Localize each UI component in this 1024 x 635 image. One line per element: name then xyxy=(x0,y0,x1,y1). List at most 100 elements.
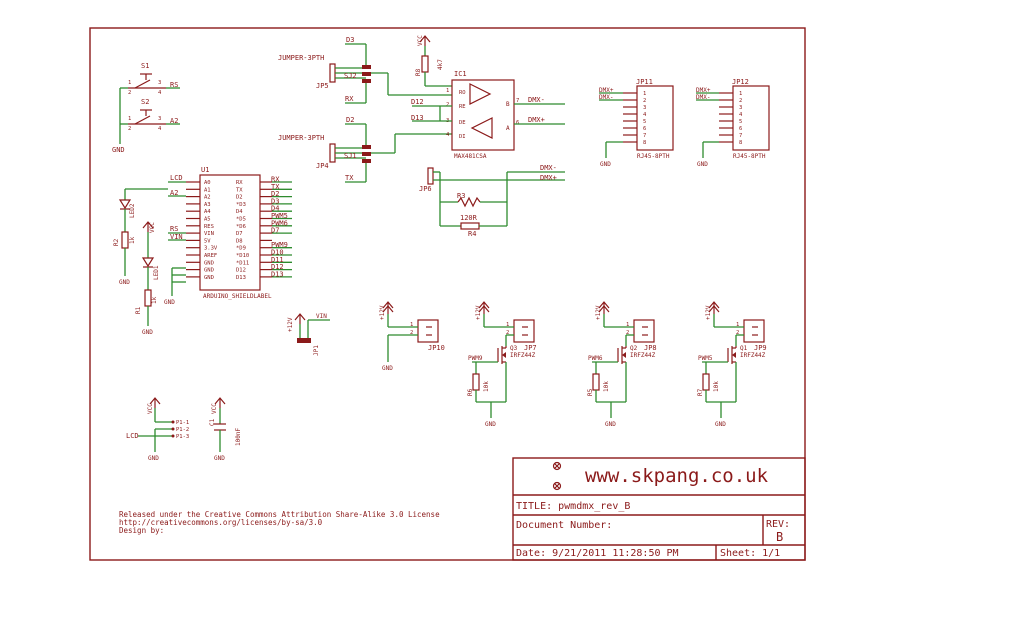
jp12-part: RJ45-8PTH xyxy=(733,153,766,160)
transceiver-ic1: VCC R8 4k7 IC1 RO RE DE DI 1 2 3 4 7 6 B… xyxy=(411,35,565,160)
s2-pin2: 2 xyxy=(128,126,131,132)
jp11-name: JP11 xyxy=(636,78,653,86)
u1-right-net-label: D3 xyxy=(271,197,279,205)
output-supply-label: +12V xyxy=(705,305,712,320)
jp11-pin-1: 1 xyxy=(643,91,646,97)
output-pin-1: 1 xyxy=(736,322,739,328)
ic1-name: IC1 xyxy=(454,70,467,78)
u1-right-net-label: D2 xyxy=(271,190,279,198)
r4-value: 120R xyxy=(460,214,478,222)
c1-label: C1 xyxy=(209,418,216,426)
net-d12-ic1: D12 xyxy=(411,98,424,106)
net-d3-jp5: D3 xyxy=(346,36,354,44)
u1-right-net-label: D11 xyxy=(271,256,284,264)
c1-gnd: GND xyxy=(214,455,225,462)
rev-label: REV: xyxy=(766,519,790,530)
ic1-part: MAX481CSA xyxy=(454,153,487,160)
u1-right-net-label: D12 xyxy=(271,263,284,271)
mosfet-part: IRFZ44Z xyxy=(510,352,536,359)
jp11-part: RJ45-8PTH xyxy=(637,153,670,160)
jp12-net-dmx-plus: DMX+ xyxy=(696,87,711,94)
u1-right-net-label: D7 xyxy=(271,227,279,235)
gate-resistor-value: 10k xyxy=(483,381,490,392)
r8-value: 4k7 xyxy=(437,59,444,70)
switch-s1: S1 1 2 3 4 RS xyxy=(128,62,180,96)
net-dmx-minus-jp6: DMX- xyxy=(540,164,557,172)
jp12-pin-4: 4 xyxy=(739,112,743,118)
s1-pin4: 4 xyxy=(158,90,162,96)
p1-pin-2: P1-2 xyxy=(176,427,189,433)
pwm-net-label: PWM5 xyxy=(698,355,713,362)
u1-right-pin-label: D4 xyxy=(236,209,243,215)
u1-part: ARDUINO_SHIELDLABEL xyxy=(203,293,272,300)
jp12-pin-3: 3 xyxy=(739,105,742,111)
cross-symbol-bottom xyxy=(552,481,562,491)
jp1-12v: +12V xyxy=(287,317,294,332)
drawing-frame xyxy=(89,27,806,561)
r2-value: 1k xyxy=(129,236,136,244)
gate-resistor xyxy=(702,373,710,391)
ic1-pinnum-4: 4 xyxy=(446,132,450,138)
ic1-vcc: VCC xyxy=(417,35,424,46)
net-tx-jp4: TX xyxy=(345,174,354,182)
net-dmx-plus-ic1: DMX+ xyxy=(528,116,545,124)
jp4-part: JUMPER-3PTH xyxy=(278,134,324,142)
title-label: TITLE: pwmdmx_rev_B xyxy=(516,501,630,512)
led-circuit-1: VCC LED1 R1 1k GND xyxy=(135,221,160,336)
u1-right-net-label: PWM9 xyxy=(271,241,288,249)
termination-jp6: JP6 R3 120R R4 DMX- DMX+ xyxy=(419,164,565,238)
p1-net-lcd: LCD xyxy=(126,432,139,440)
s1-pin2: 2 xyxy=(128,90,131,96)
ic1-pinnum-6: 6 xyxy=(516,120,519,126)
net-dmx-minus-ic1: DMX- xyxy=(528,96,545,104)
rev-value: B xyxy=(776,530,783,544)
net-dmx-plus-jp6: DMX+ xyxy=(540,174,557,182)
jumper-jp4: JUMPER-3PTH JP4 SJ1 D2 TX xyxy=(278,116,452,183)
u1-right-pin-label: D13 xyxy=(236,275,246,281)
p1-pin-1: P1-1 xyxy=(176,420,189,426)
jp11-pin-3: 3 xyxy=(643,105,646,111)
led2-label: LED2 xyxy=(129,203,136,218)
output-connector-name: JP7 xyxy=(524,344,537,352)
net-a2-u1: A2 xyxy=(170,189,178,197)
jumper-jp1: +12V VIN JP1 xyxy=(287,313,330,356)
pwm-net-label: PWM9 xyxy=(468,355,483,362)
jp5-name: JP5 xyxy=(316,82,329,90)
switch-s2-label: S2 xyxy=(141,98,149,106)
net-d2-jp4: D2 xyxy=(346,116,354,124)
gate-resistor xyxy=(472,373,480,391)
ic1-pin-b: B xyxy=(506,101,510,108)
u1-right-pin-label: *D10 xyxy=(236,253,249,259)
net-rs-s1: RS xyxy=(170,81,178,89)
led-circuit-2: LED2 R2 1k GND xyxy=(113,188,168,286)
jp12-pin-2: 2 xyxy=(739,98,742,104)
output-pin-2: 2 xyxy=(410,330,413,336)
sj1-label: SJ1 xyxy=(344,152,357,160)
ic1-pin-de: DE xyxy=(459,120,466,126)
p1-vcc: VCC xyxy=(147,403,154,414)
net-a2-s2: A2 xyxy=(170,117,178,125)
u1-left-pin-label: RES xyxy=(204,224,214,230)
output-supply-label: +12V xyxy=(379,305,386,320)
s1-pin1: 1 xyxy=(128,80,131,86)
ic1-pin-a: A xyxy=(506,125,510,132)
led1-label: LED1 xyxy=(153,265,160,280)
jp11-pin-4: 4 xyxy=(643,112,647,118)
gate-resistor-label: R6 xyxy=(467,388,474,396)
net-rx-jp5: RX xyxy=(345,95,354,103)
ic1-pinnum-2: 2 xyxy=(446,102,449,108)
net-lcd-u1: LCD xyxy=(170,174,183,182)
jp12-pin-6: 6 xyxy=(739,126,742,132)
mosfet-label: Q3 xyxy=(510,345,518,352)
rj45-jp12: JP12 DMX+ DMX- 1 2 3 4 5 6 7 8 GND RJ45-… xyxy=(696,78,770,168)
u1-left-pin-label: 5V xyxy=(204,238,211,244)
mosfet-label: Q2 xyxy=(630,345,638,352)
gate-resistor-value: 10k xyxy=(603,381,610,392)
s2-pin1: 1 xyxy=(128,116,131,122)
u1-left-pin-label: GND xyxy=(204,275,214,281)
r4-label: R4 xyxy=(468,230,476,238)
